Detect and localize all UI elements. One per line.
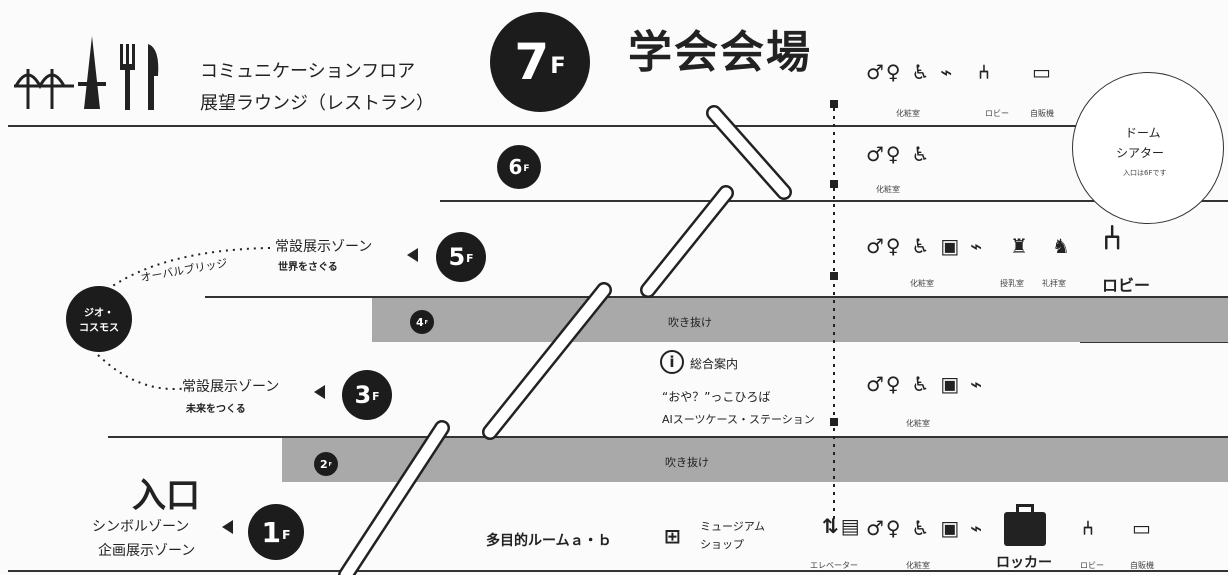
5f-nursing-label: 授乳室 xyxy=(1000,279,1024,288)
1f-multipurpose-room: 多目的ルームａ・ｂ xyxy=(486,533,612,549)
5f-restroom-label: 化粧室 xyxy=(910,279,934,288)
1f-locker-label: ロッカー xyxy=(996,555,1052,571)
1f-restroom-label: 化粧室 xyxy=(906,561,930,570)
1f-zone-2: 企画展示ゾーン xyxy=(98,543,196,559)
5f-lobby-label: ロビー xyxy=(1102,276,1151,295)
floor-line-6 xyxy=(440,200,1228,202)
floor-unit: F xyxy=(550,52,566,79)
floor-number: 7 xyxy=(514,33,550,91)
3f-zone: 常設展示ゾーン xyxy=(182,379,280,395)
arrow-1f xyxy=(222,520,233,534)
1f-elevator-label: エレベーター xyxy=(810,561,858,570)
floor-line-3-upper xyxy=(1080,341,1228,343)
landmark-icon xyxy=(14,36,159,110)
dome-label-2: シアター xyxy=(1116,146,1165,160)
dome-label-1: ドーム xyxy=(1125,126,1161,140)
elevator-stop-3f xyxy=(830,418,838,426)
locker-handle xyxy=(1016,504,1034,514)
void-label-2f: 吹き抜け xyxy=(665,456,709,469)
arrow-3f xyxy=(314,385,325,399)
dome-note: 入口は6Fです xyxy=(1123,169,1167,177)
floor-unit: F xyxy=(372,390,380,404)
geo-cosmos-line2: コスモス xyxy=(79,323,119,334)
arrow-5f xyxy=(407,248,418,262)
void-band-4f xyxy=(372,298,1228,342)
7f-lobby-label: ロビー xyxy=(985,109,1009,118)
dome-theater xyxy=(1072,72,1224,224)
7f-vending-label: 自販機 xyxy=(1030,109,1054,118)
1f-entrance: 入口 xyxy=(132,476,200,516)
elevator-stop-5f xyxy=(830,272,838,280)
5f-lobby-icon: ⑃ xyxy=(1102,218,1125,258)
1f-vending-label: 自販機 xyxy=(1130,561,1154,570)
floor-line-1 xyxy=(8,570,1228,572)
5f-zone: 常設展示ゾーン xyxy=(275,239,373,255)
7f-restroom-label: 化粧室 xyxy=(896,109,920,118)
floor-unit: F xyxy=(281,526,291,542)
1f-lobby-label: ロビー xyxy=(1080,561,1104,570)
1f-shop-2: ショップ xyxy=(700,538,744,551)
7f-vending-icon: ▭ xyxy=(1032,60,1053,84)
floor-number: 1 xyxy=(261,515,281,549)
7f-destination-1: コミュニケーションフロア xyxy=(200,61,416,82)
1f-vending-icon: ▭ xyxy=(1132,516,1153,540)
floor-line-5 xyxy=(205,296,1228,298)
floor-number: 3 xyxy=(354,381,372,409)
6f-restroom-icons: ♂♀ ♿ xyxy=(866,142,932,166)
locker-icon xyxy=(1004,512,1046,546)
elevator-stop-6f xyxy=(830,180,838,188)
elevator-stop-7f xyxy=(830,100,838,108)
3f-info: 総合案内 xyxy=(690,357,739,371)
7f-destination-2: 展望ラウンジ（レストラン） xyxy=(200,93,434,114)
5f-restroom-icons: ♂♀ ♿ ▣ ⌁ xyxy=(866,234,985,258)
floor-number: 6 xyxy=(508,155,523,179)
3f-restroom-label: 化粧室 xyxy=(906,419,930,428)
geo-cosmos-badge: ジオ・ コスモス xyxy=(66,286,132,352)
1f-zone-1: シンボルゾーン xyxy=(92,519,190,535)
void-label-4f: 吹き抜け xyxy=(668,316,712,329)
floor-line-7 xyxy=(8,125,1080,127)
3f-station: AIスーツケース・ステーション xyxy=(662,413,815,426)
floor-unit: F xyxy=(328,461,333,468)
7f-restroom-icons: ♂♀ ♿ ⌁ xyxy=(866,60,955,84)
1f-restroom-icons: ♂♀ ♿ ▣ ⌁ xyxy=(866,516,985,540)
museum-shop-icon: ⊞ xyxy=(664,524,683,548)
3f-restroom-icons: ♂♀ ♿ ▣ ⌁ xyxy=(866,372,985,396)
geo-cosmos-line1: ジオ・ xyxy=(84,308,114,319)
6f-restroom-label: 化粧室 xyxy=(876,185,900,194)
5f-zone-sub: 世界をさぐる xyxy=(278,262,338,273)
floor-unit: F xyxy=(424,319,429,326)
floor-unit: F xyxy=(523,163,530,174)
floor-number: 5 xyxy=(448,243,466,271)
floor-line-3 xyxy=(108,436,1228,438)
floor-number: 4 xyxy=(415,315,424,329)
3f-zone-sub: 未来をつくる xyxy=(186,404,246,415)
floor-number: 2 xyxy=(319,457,328,471)
3f-plaza: “おや？”っこひろば xyxy=(662,390,771,404)
5f-nursing-icon: ♜ xyxy=(1010,234,1030,258)
7f-title: 学会会場 xyxy=(628,27,812,78)
1f-shop-1: ミュージアム xyxy=(700,520,766,533)
7f-lobby-icon: ⑃ xyxy=(978,60,992,84)
elevator-icon: ⇅▤ xyxy=(822,514,862,538)
info-icon: i xyxy=(660,350,684,374)
5f-prayer-label: 礼拝室 xyxy=(1042,279,1066,288)
5f-prayer-icon: ♞ xyxy=(1052,234,1072,258)
floor-unit: F xyxy=(466,252,474,266)
1f-lobby-icon: ⑃ xyxy=(1082,516,1096,540)
